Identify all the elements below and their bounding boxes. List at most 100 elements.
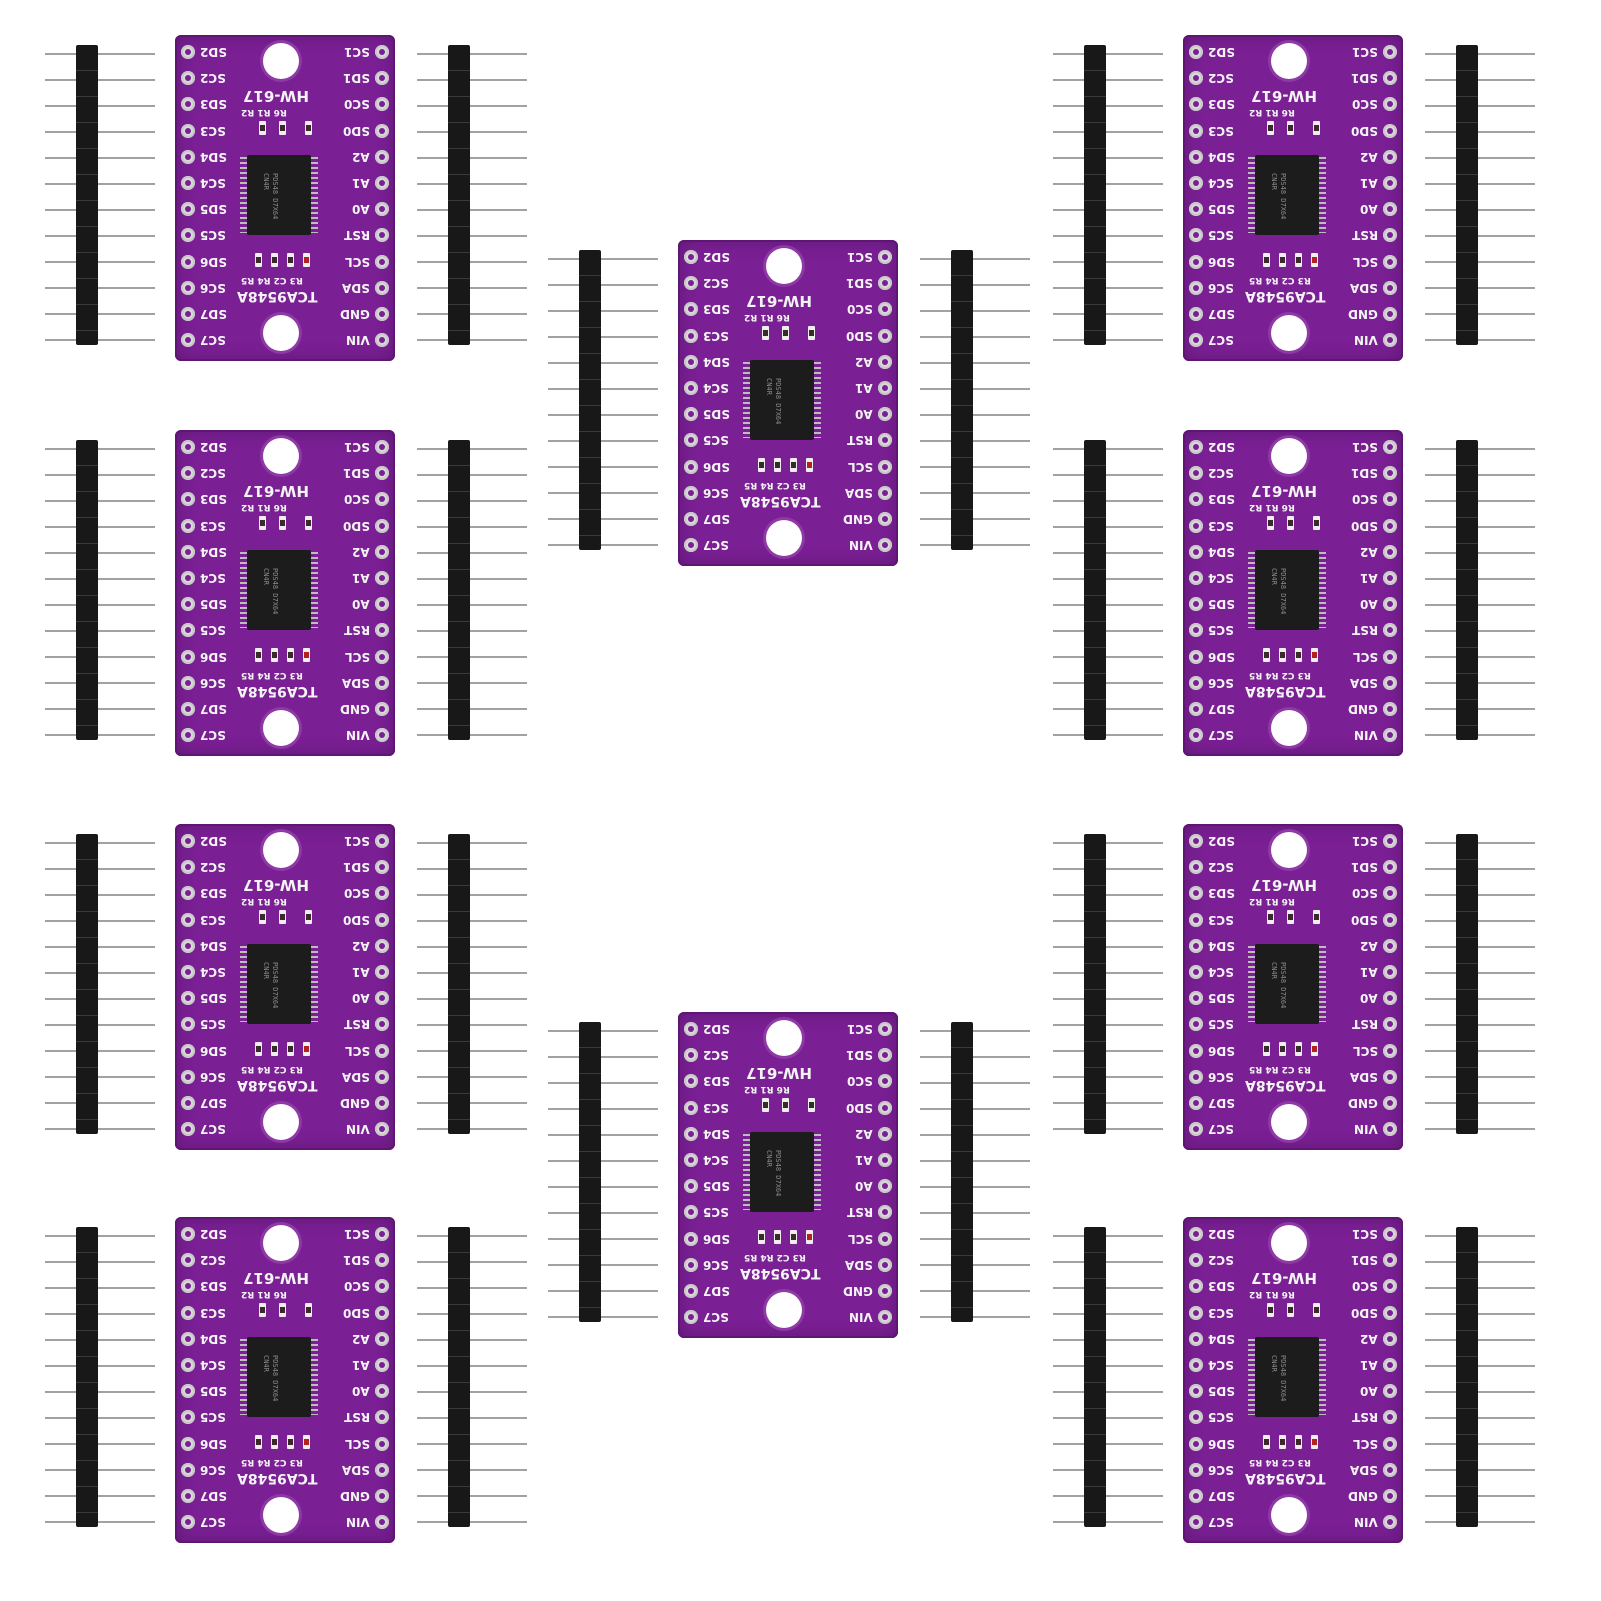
pin-row: SC7 bbox=[1189, 327, 1253, 353]
solder-pad bbox=[1383, 97, 1397, 112]
solder-pad bbox=[1383, 1384, 1397, 1399]
pin-row: SC7 bbox=[181, 327, 245, 353]
solder-pad bbox=[375, 991, 389, 1006]
pin-row: SC7 bbox=[1189, 1509, 1253, 1535]
pin-label: VIN bbox=[849, 1310, 873, 1325]
mounting-hole-bottom bbox=[263, 1497, 299, 1533]
pin-label: GND bbox=[843, 1283, 873, 1298]
pin-label: SC1 bbox=[344, 834, 370, 849]
pin-row: SD6 bbox=[684, 454, 748, 480]
pin-label: SCL bbox=[344, 1436, 370, 1451]
smd-resistor bbox=[259, 910, 266, 924]
solder-pad bbox=[1383, 254, 1397, 269]
pin-label: SC4 bbox=[703, 381, 729, 396]
pin-row: SC1 bbox=[325, 828, 389, 854]
solder-pad bbox=[375, 834, 389, 849]
pin-row: SC6 bbox=[1189, 670, 1253, 696]
smd-resistor bbox=[1295, 1042, 1302, 1056]
solder-pad bbox=[375, 1384, 389, 1399]
board-model-label: TCA9548A bbox=[1245, 288, 1326, 304]
solder-pad bbox=[1383, 623, 1397, 638]
solder-pad bbox=[878, 1022, 892, 1037]
pin-row: SD5 bbox=[1189, 985, 1253, 1011]
solder-pad bbox=[1383, 649, 1397, 664]
solder-pad bbox=[1189, 1436, 1203, 1451]
pin-row: A2 bbox=[325, 144, 389, 170]
smd-resistor bbox=[790, 1230, 797, 1244]
pin-row: SCL bbox=[828, 1226, 892, 1252]
solder-pad bbox=[1189, 280, 1203, 295]
resistor-labels-top: R6 R1 R2 bbox=[241, 1289, 287, 1299]
pin-label: SC3 bbox=[200, 123, 226, 138]
solder-pad bbox=[684, 1100, 698, 1115]
solder-pad bbox=[181, 280, 195, 295]
solder-pad bbox=[1189, 202, 1203, 217]
solder-pad bbox=[1383, 518, 1397, 533]
pin-row: SCL bbox=[1333, 1038, 1397, 1064]
solder-pad bbox=[375, 938, 389, 953]
pin-label: SD6 bbox=[1208, 1436, 1235, 1451]
pin-row: SD6 bbox=[1189, 644, 1253, 670]
solder-pad bbox=[181, 1227, 195, 1242]
pin-label: SC1 bbox=[847, 1022, 873, 1037]
pin-row: SCL bbox=[1333, 644, 1397, 670]
pin-label: SC4 bbox=[200, 571, 226, 586]
solder-pad bbox=[181, 176, 195, 191]
pin-row: RST bbox=[325, 1011, 389, 1037]
solder-pad bbox=[684, 1283, 698, 1298]
pin-row: SD1 bbox=[1333, 1247, 1397, 1273]
pin-row: SC5 bbox=[181, 1011, 245, 1037]
resistor-labels-top: R6 R1 R2 bbox=[241, 107, 287, 117]
pin-row: A2 bbox=[1333, 144, 1397, 170]
pin-label: SD5 bbox=[1208, 202, 1235, 217]
pin-label: A1 bbox=[1360, 1358, 1378, 1373]
pin-row: SD2 bbox=[1189, 39, 1253, 65]
resistor-labels-top: R6 R1 R2 bbox=[1249, 1289, 1295, 1299]
solder-pad bbox=[1383, 123, 1397, 138]
solder-pad bbox=[684, 1257, 698, 1272]
pin-label: SD6 bbox=[1208, 649, 1235, 664]
pin-label: SD3 bbox=[1208, 886, 1235, 901]
multiplexer-chip: PDS48 D7X64 CN4R bbox=[1248, 1337, 1326, 1417]
solder-pad bbox=[181, 649, 195, 664]
pin-label: SC3 bbox=[200, 912, 226, 927]
pin-row: SC7 bbox=[181, 722, 245, 748]
pin-label: SC7 bbox=[200, 1515, 226, 1530]
solder-pad bbox=[1189, 45, 1203, 60]
solder-pad bbox=[1189, 938, 1203, 953]
solder-pad bbox=[375, 123, 389, 138]
pin-row: SD6 bbox=[181, 249, 245, 275]
pin-row: SD2 bbox=[1189, 434, 1253, 460]
board-model-label: TCA9548A bbox=[1245, 1470, 1326, 1486]
pin-row: SC7 bbox=[181, 1116, 245, 1142]
pin-label: SC2 bbox=[1208, 466, 1234, 481]
solder-pad bbox=[181, 1515, 195, 1530]
solder-pad bbox=[375, 1410, 389, 1425]
pin-row: A1 bbox=[325, 959, 389, 985]
pin-row: SC7 bbox=[684, 532, 748, 558]
multiplexer-chip: PDS48 D7X64 CN4R bbox=[240, 944, 318, 1024]
header-pins bbox=[920, 250, 1030, 550]
pin-row: SC3 bbox=[181, 118, 245, 144]
solder-pad bbox=[375, 440, 389, 455]
solder-pad bbox=[1189, 623, 1203, 638]
pin-row: SC2 bbox=[1189, 460, 1253, 486]
pin-row: SCL bbox=[325, 644, 389, 670]
pin-row: SC2 bbox=[684, 1042, 748, 1068]
solder-pad bbox=[375, 649, 389, 664]
solder-pad bbox=[1189, 518, 1203, 533]
solder-pad bbox=[1189, 1305, 1203, 1320]
mounting-hole-bottom bbox=[766, 1292, 802, 1328]
header-pins bbox=[45, 440, 155, 740]
resistor-labels-bottom: R3 C2 R4 R5 bbox=[744, 1252, 806, 1262]
mounting-hole-top bbox=[1271, 1225, 1307, 1261]
pin-row: SDA bbox=[1333, 670, 1397, 696]
pin-row: A1 bbox=[828, 375, 892, 401]
header-pins bbox=[417, 1227, 527, 1527]
pin-row: A2 bbox=[1333, 539, 1397, 565]
